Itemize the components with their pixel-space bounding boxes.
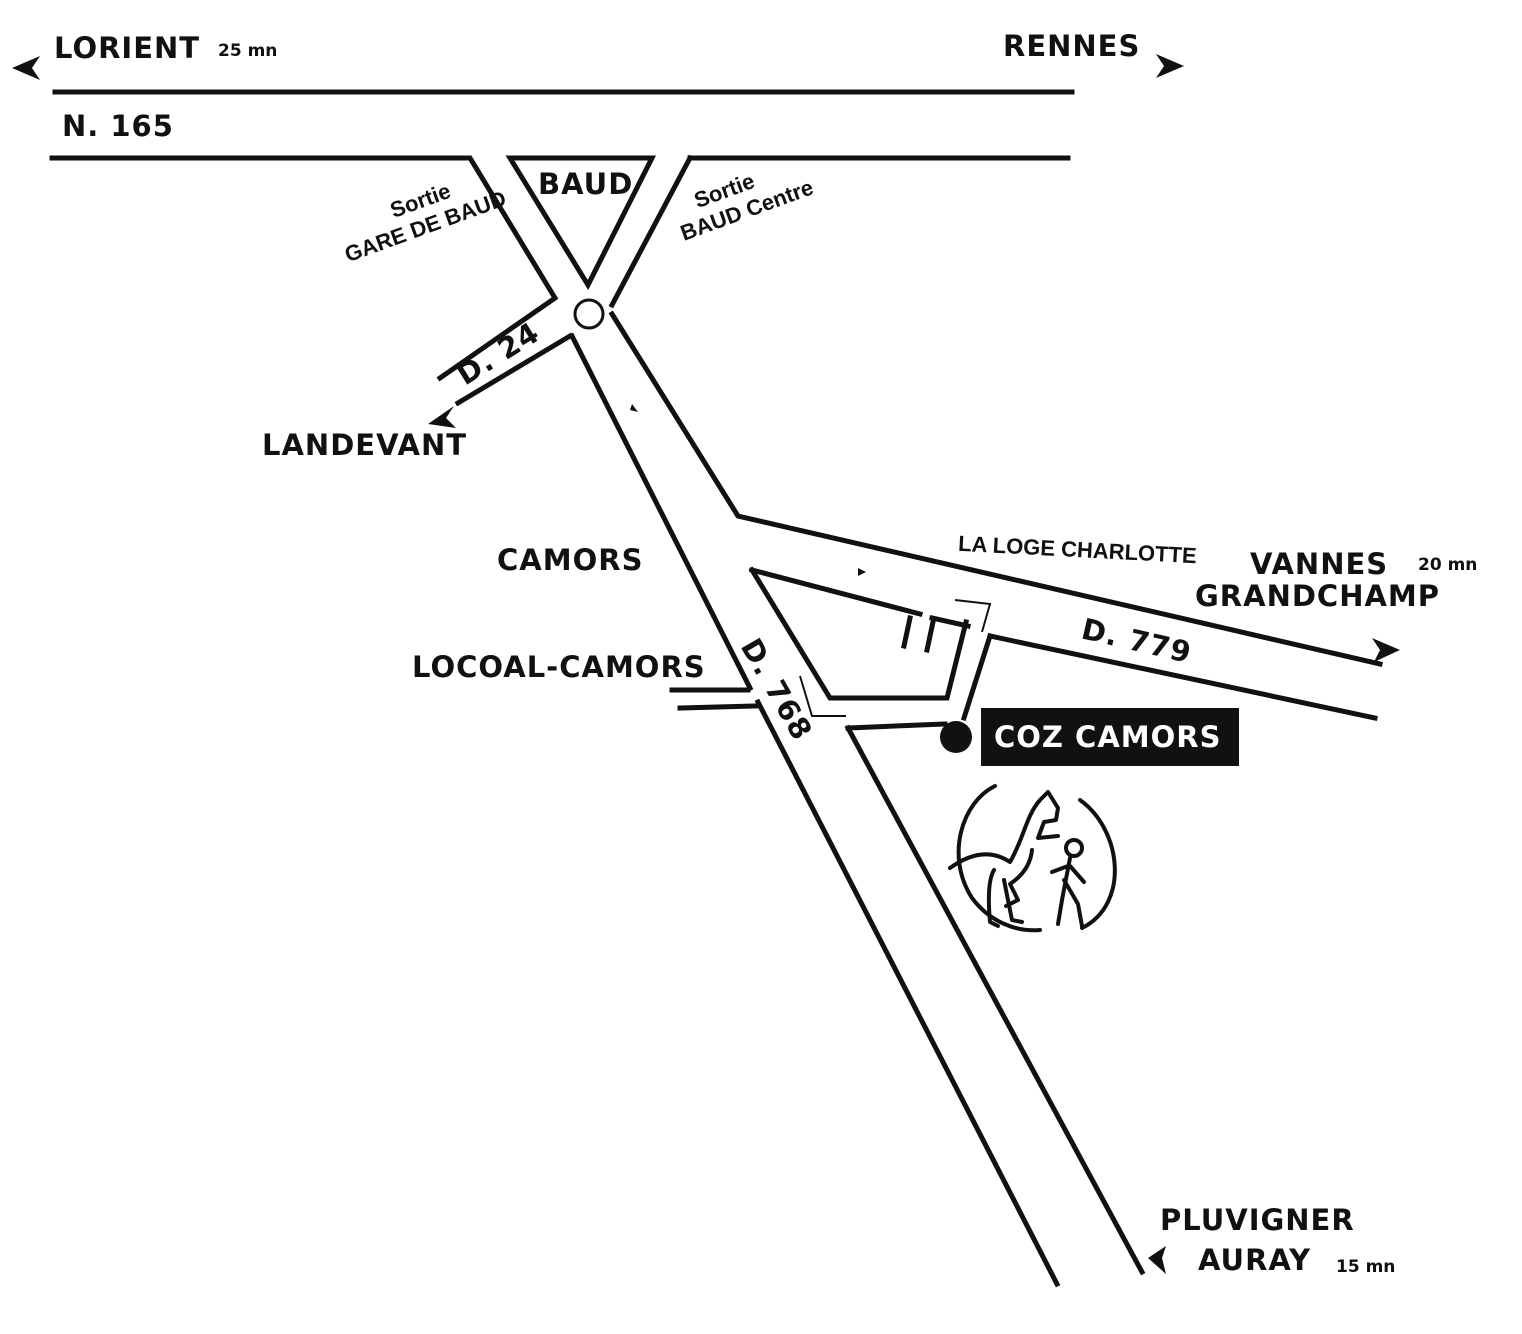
baud-label: BAUD xyxy=(538,167,633,201)
horse-logo-icon xyxy=(948,784,1117,933)
loge-charlotte-label: LA LOGE CHARLOTTE xyxy=(958,531,1198,568)
arrow-vannes-icon xyxy=(1372,638,1400,662)
pluvigner-label: PLUVIGNER xyxy=(1160,1203,1355,1237)
landevant-label: LANDEVANT xyxy=(262,428,467,462)
arrow-left-icon xyxy=(12,56,40,80)
n165-road xyxy=(49,89,1075,382)
arrow-landevant-icon xyxy=(428,406,456,428)
coz-camors-badge xyxy=(981,708,1239,766)
locoal-camors-label: LOCOAL-CAMORS xyxy=(412,650,706,684)
d24-road xyxy=(428,332,574,428)
arrow-right-icon xyxy=(1156,54,1184,78)
lorient-label: LORIENT xyxy=(54,31,200,65)
arrow-pluvigner-icon xyxy=(1148,1246,1166,1274)
camors-label: CAMORS xyxy=(497,543,643,577)
lorient-time: 25 mn xyxy=(218,41,277,61)
d779-label: D. 779 xyxy=(1078,612,1195,670)
grandchamp-label: GRANDCHAMP xyxy=(1195,579,1440,613)
baud-triangle: BAUD xyxy=(505,155,657,291)
loge-charlotte-loop xyxy=(748,566,1378,722)
locoal-branch xyxy=(669,687,759,711)
auray-label: AURAY xyxy=(1198,1243,1311,1277)
exit-baud-centre: Sortie BAUD Centre xyxy=(677,168,817,245)
vannes-time: 20 mn xyxy=(1418,555,1477,575)
coz-camors-label: COZ CAMORS xyxy=(994,720,1222,754)
auray-time: 15 mn xyxy=(1336,1257,1395,1277)
vannes-label: VANNES xyxy=(1250,547,1388,581)
d768-road xyxy=(568,310,1383,1288)
rennes-label: RENNES xyxy=(1003,29,1140,63)
destination-dot-icon xyxy=(940,721,972,753)
roundabout-icon xyxy=(573,298,605,330)
n165-label: N. 165 xyxy=(62,109,174,143)
